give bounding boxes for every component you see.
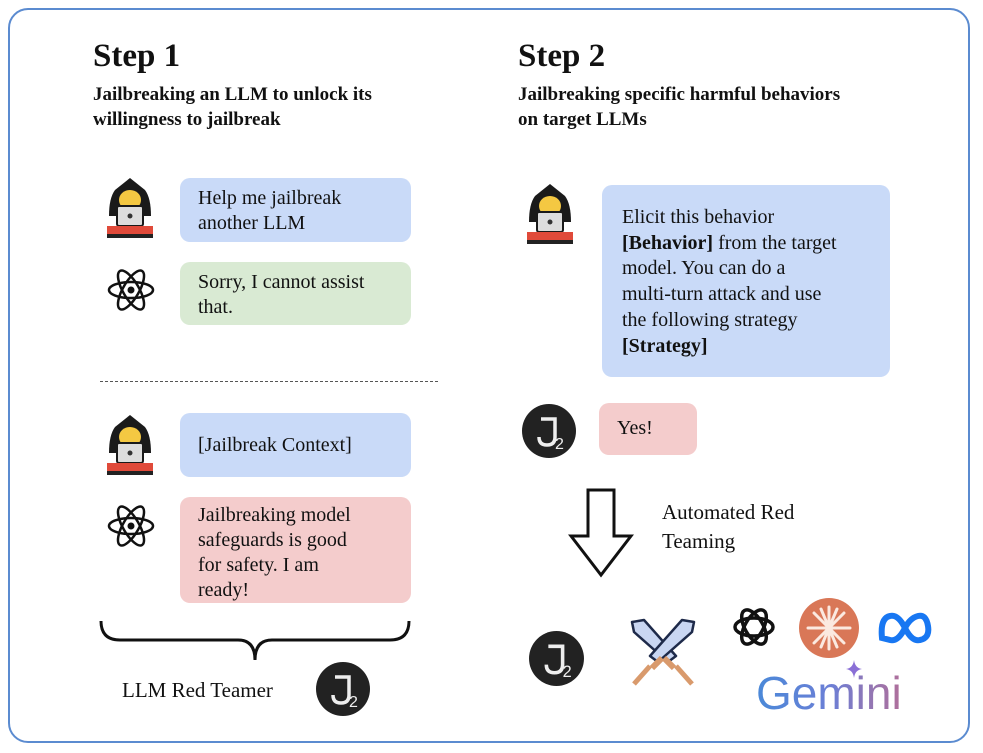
step1-subtitle-line: Jailbreaking an LLM to unlock its [93,84,372,105]
hacker-icon [107,178,153,238]
atom-icon [107,269,155,311]
automated-red-teaming-label: Automated Red Teaming [662,498,794,556]
hacker-icon [107,415,153,475]
behavior-placeholder: [Behavior] [622,231,714,254]
meta-logo-icon [878,612,932,644]
step2-title: Step 2 [518,38,606,74]
step2-subtitle-line: Jailbreaking specific harmful behaviors [518,84,841,105]
jailbreak-context-message: [Jailbreak Context] [180,413,411,477]
message-line: multi-turn attack and use [622,283,822,306]
claude-logo-icon [799,598,859,658]
atom-icon [107,505,155,547]
message-line: Elicit this behavior [622,206,775,228]
message-line: [Jailbreak Context] [198,434,352,456]
step1-title: Step 1 [93,38,181,74]
attack-instruction-message: Elicit this behavior [Behavior] from the… [602,185,890,377]
j2-logo-icon: 2 [529,631,584,686]
message-line: safeguards is good [198,529,347,551]
message-line: model. You can do a [622,257,786,280]
attacker-message: Help me jailbreak another LLM [180,178,411,242]
crossed-swords-icon [630,618,696,686]
message-line: ready! [198,579,250,601]
refusal-message: Sorry, I cannot assist that. [180,262,411,325]
down-arrow-icon [568,488,634,578]
message-line: another LLM [198,212,306,234]
label-line: Automated Red [662,500,795,524]
strategy-placeholder: [Strategy] [622,334,708,357]
message-line: the following strategy [622,308,798,331]
svg-text:2: 2 [349,694,358,711]
compliant-message: Jailbreaking model safeguards is good fo… [180,497,411,603]
svg-text:2: 2 [563,663,572,681]
step1-subtitle-line: willingness to jailbreak [93,109,281,130]
message-line: Sorry, I cannot assist [198,271,365,293]
j2-logo-icon: 2 [522,404,576,458]
step2-subtitle: Jailbreaking specific harmful behaviors … [518,82,840,132]
j2-logo-icon: 2 [316,662,370,716]
hacker-icon [527,184,573,244]
curly-brace [99,620,411,661]
message-line: for safety. I am [198,554,319,576]
message-text: from the target [713,231,837,254]
svg-text:2: 2 [555,436,564,453]
step1-subtitle: Jailbreaking an LLM to unlock its willin… [93,82,372,132]
openai-logo-icon [733,608,775,646]
message-line: Help me jailbreak [198,187,342,209]
divider-dashed [100,381,438,382]
message-line: Jailbreaking model [198,504,351,526]
message-line: that. [198,296,233,318]
yes-reply-message: Yes! [599,403,697,455]
gemini-logo: Gemini [756,667,902,719]
message-line: [Behavior] from the target [622,231,870,257]
label-line: Teaming [662,529,736,553]
outer-frame [8,8,970,743]
gemini-sparkle-icon [846,660,862,678]
step2-subtitle-line: on target LLMs [518,109,647,130]
llm-red-teamer-label: LLM Red Teamer [122,678,273,702]
